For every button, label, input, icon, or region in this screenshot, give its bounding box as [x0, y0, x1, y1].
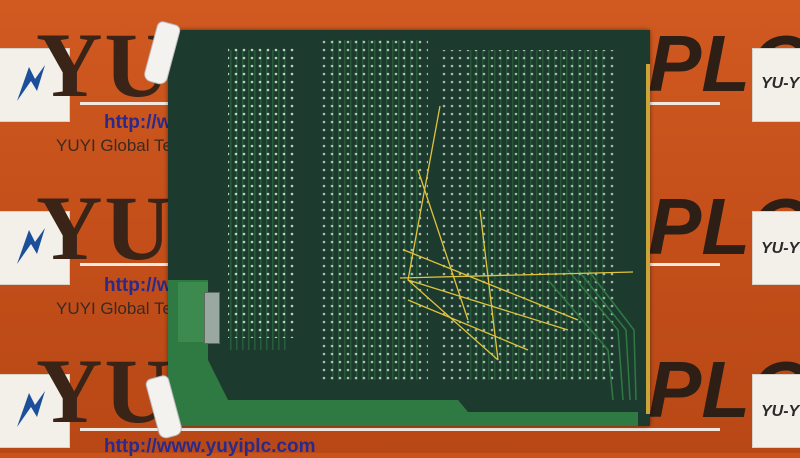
watermark-url: http://www.yuyiplc.com — [104, 436, 316, 457]
side-text: YU-Y — [761, 240, 800, 257]
circuit-board — [168, 30, 650, 426]
board-artwork — [168, 30, 650, 426]
edge-connector — [646, 64, 650, 414]
logo-box-left — [0, 211, 70, 285]
logo-box-left — [0, 48, 70, 122]
yuyi-logo-icon — [17, 391, 45, 427]
copper-pad — [178, 282, 208, 342]
watermark-divider — [80, 428, 720, 431]
logo-box-right: YU-Y — [752, 374, 800, 448]
ground-plane — [168, 280, 638, 426]
side-text: YU-Y — [761, 403, 800, 420]
side-text: YU-Y — [761, 75, 800, 92]
yuyi-logo-icon — [17, 65, 45, 101]
logo-box-right: YU-Y — [752, 48, 800, 122]
logo-box-right: YU-Y — [752, 211, 800, 285]
jumper-wires — [399, 105, 634, 361]
logo-box-left — [0, 374, 70, 448]
yuyi-logo-icon — [17, 228, 45, 264]
dip-switch — [204, 292, 220, 344]
